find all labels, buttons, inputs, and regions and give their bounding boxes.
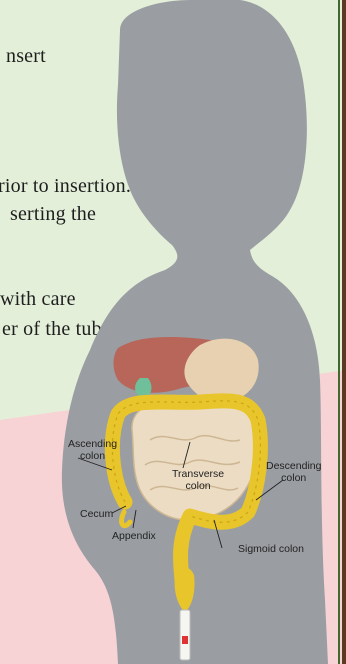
label-appendix: Appendix bbox=[112, 530, 156, 542]
label-sigmoid-colon: Sigmoid colon bbox=[238, 543, 304, 555]
enema-tube bbox=[180, 610, 190, 660]
child-silhouette bbox=[62, 0, 328, 664]
label-cecum: Cecum bbox=[80, 508, 113, 520]
